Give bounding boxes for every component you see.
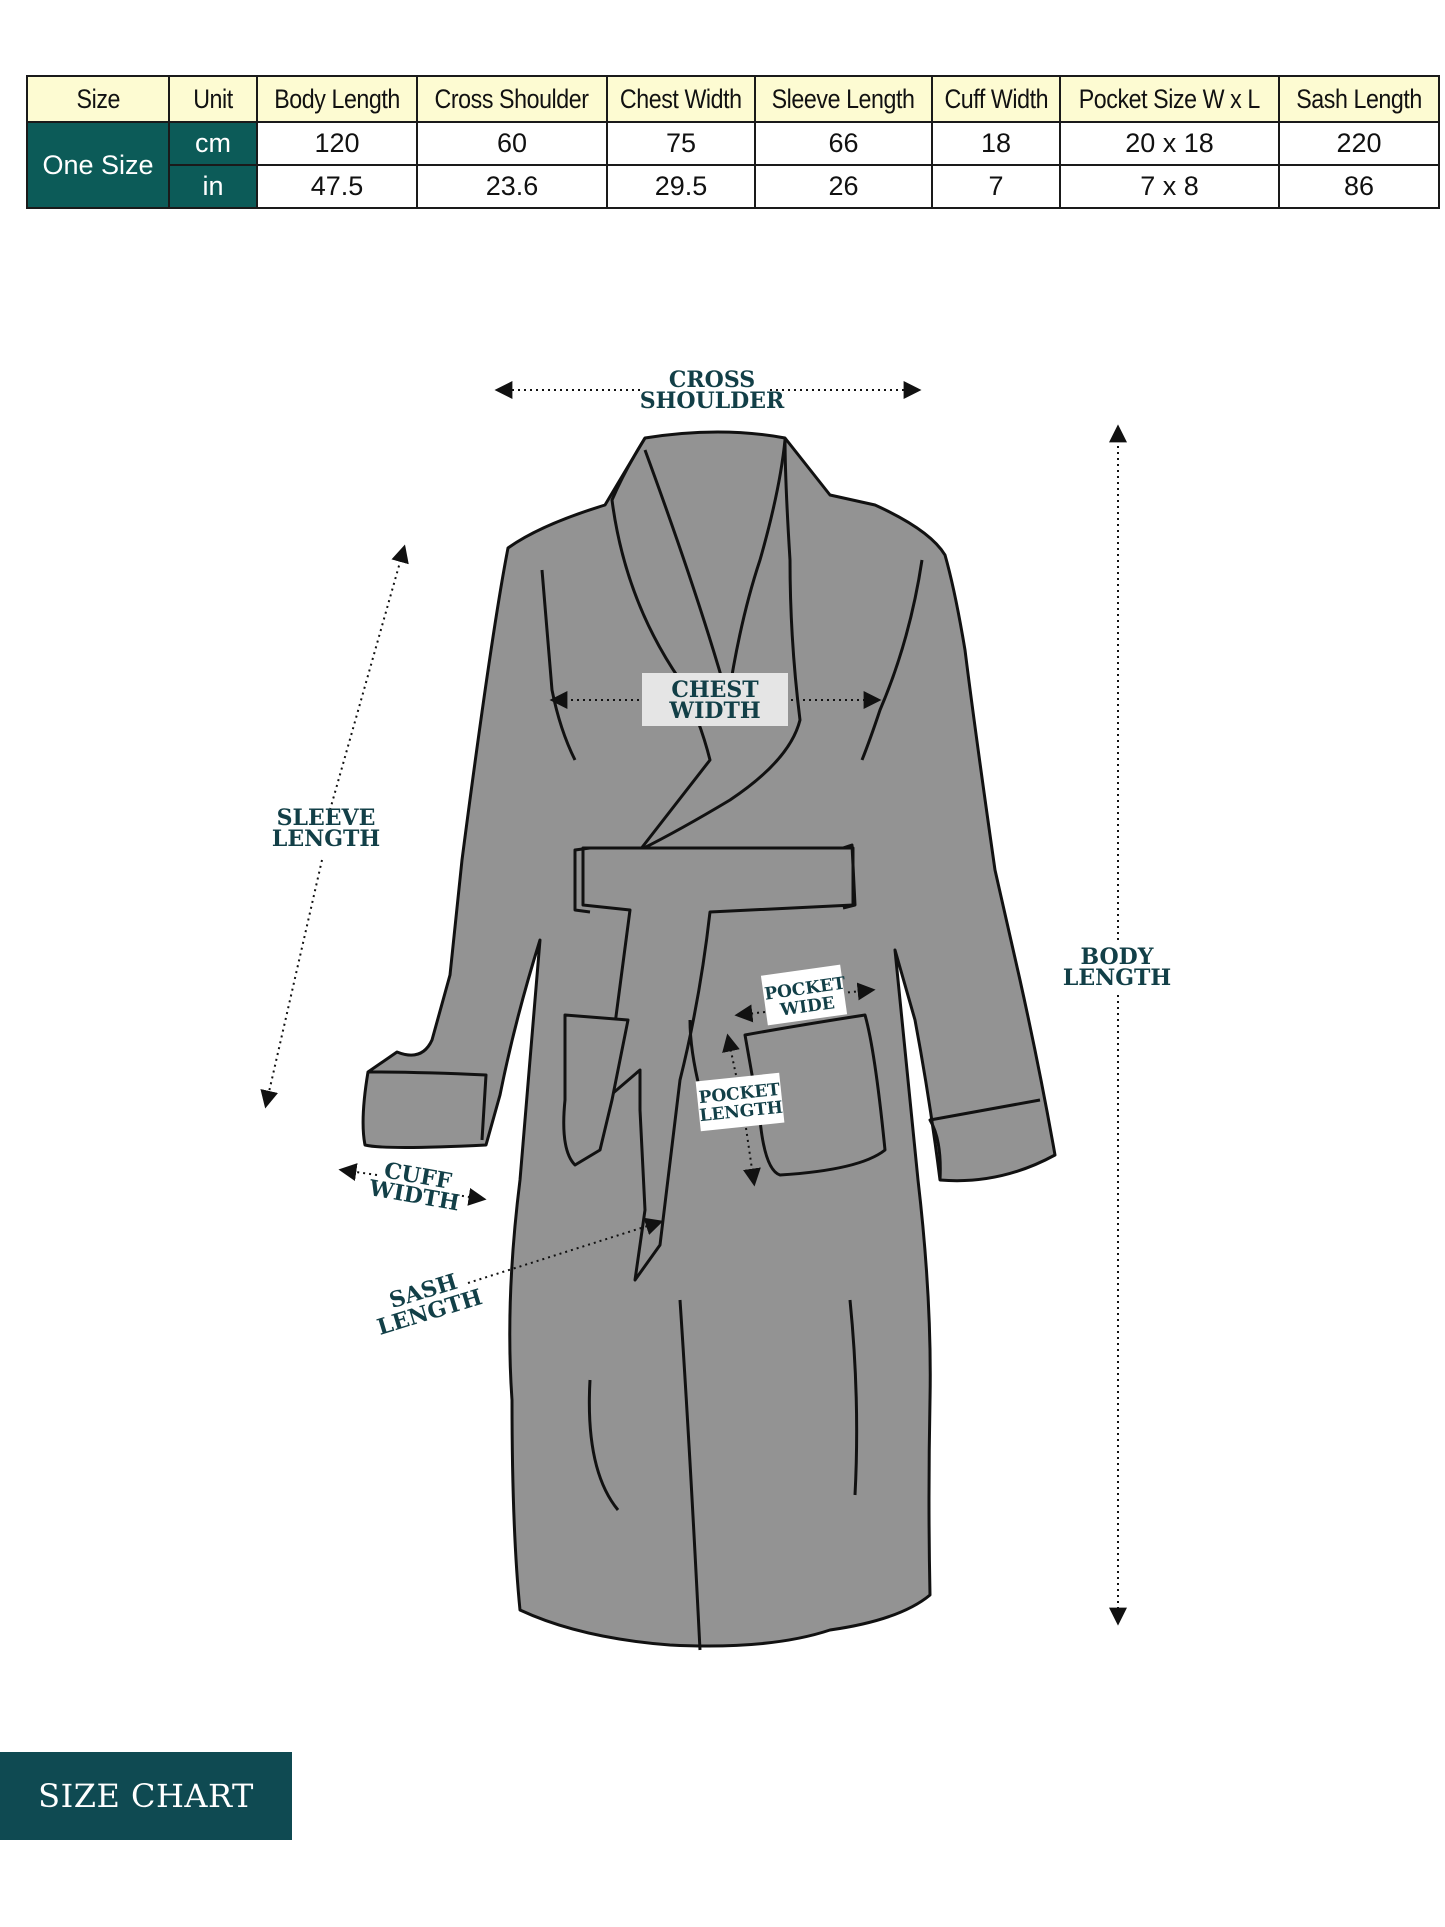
size-chart-badge: SIZE CHART: [0, 1752, 292, 1840]
value-cell: 26: [754, 164, 933, 209]
value-cell: 86: [1278, 164, 1440, 209]
table-row: in 47.5 23.6 29.5 26 7 7 x 8 86: [27, 164, 1440, 209]
robe-lapel: [610, 437, 802, 852]
value-cell: 7 x 8: [1059, 164, 1280, 209]
robe-left-sleeve-line: [540, 569, 577, 761]
value-cell: 18: [931, 121, 1061, 166]
header-cell: Size: [26, 75, 170, 123]
value-cell: 75: [606, 121, 756, 166]
sash-length-label: SASHLENGTH: [368, 1263, 486, 1341]
cuff-width-label: CUFFWIDTH: [366, 1155, 465, 1216]
pocket-length-arrow: [722, 1033, 740, 1076]
value-cell: 29.5: [606, 164, 756, 209]
value-cell: 220: [1278, 121, 1440, 166]
header-cell: Chest Width: [606, 75, 756, 123]
header-cell: Cross Shoulder: [416, 75, 608, 123]
unit-cell: in: [168, 164, 258, 209]
robe-hem-fold-center: [678, 1299, 702, 1651]
value-cell: 7: [931, 164, 1061, 209]
robe-collar-inner: [643, 439, 787, 702]
pocket-wide-arrow: [734, 1004, 766, 1023]
cuff-width-arrow: [455, 1187, 487, 1206]
robe-hem-fold-right: [848, 1299, 859, 1496]
measurement-guides: [260, 381, 1127, 1626]
header-cell: Sleeve Length: [754, 75, 933, 123]
pocket-wide-label-box: [760, 964, 848, 1026]
robe-hem-fold-left: [587, 1379, 620, 1511]
robe-right-cuff-line: [928, 1098, 1041, 1181]
robe-right-pocket: [743, 1013, 887, 1177]
robe-left-cuff-line: [367, 1070, 488, 1141]
value-cell: 23.6: [416, 164, 608, 209]
robe-left-pocket: [562, 1013, 630, 1167]
robe-sash-loop-left: [573, 846, 591, 914]
value-cell: 120: [256, 121, 418, 166]
size-cell: One Size: [26, 121, 170, 209]
robe-body: [361, 430, 1057, 1648]
robe-sash-loop-right: [842, 843, 857, 910]
unit-cell: cm: [168, 121, 258, 166]
header-cell: Unit: [168, 75, 258, 123]
table-header-row: Size Unit Body Length Cross Shoulder Che…: [26, 75, 1440, 123]
header-cell: Pocket Size W x L: [1059, 75, 1280, 123]
robe-right-sleeve-line: [860, 559, 924, 761]
value-cell: 60: [416, 121, 608, 166]
pocket-length-label-box: [695, 1072, 785, 1132]
header-cell: Sash Length: [1278, 75, 1440, 123]
value-cell: 20 x 18: [1059, 121, 1280, 166]
chest-width-label-box: [642, 673, 788, 726]
sleeve-length-arrow: [260, 859, 323, 1109]
robe-illustration: [361, 430, 1057, 1651]
size-table: Size Unit Body Length Cross Shoulder Che…: [26, 75, 1440, 209]
header-cell: Body Length: [256, 75, 418, 123]
value-cell: 66: [754, 121, 933, 166]
sleeve-length-arrow: [329, 544, 409, 811]
value-cell: 47.5: [256, 164, 418, 209]
table-row: One Size cm 120 60 75 66 18 20 x 18 220: [26, 121, 1440, 209]
pocket-wide-arrow: [841, 982, 876, 1001]
header-cell: Cuff Width: [931, 75, 1061, 123]
